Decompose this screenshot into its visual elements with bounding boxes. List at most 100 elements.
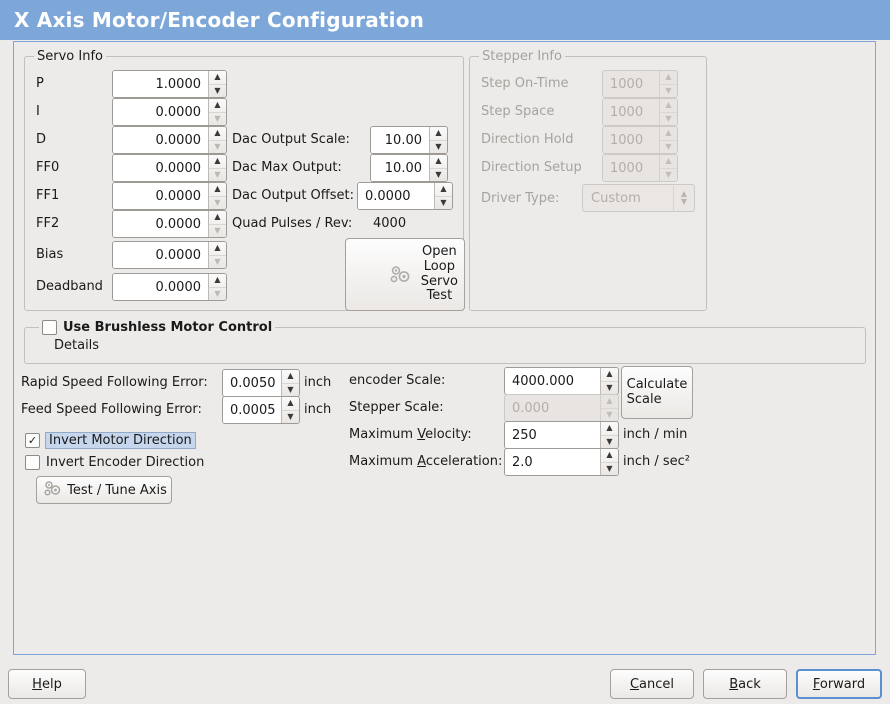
dac-output-offset-spin[interactable]: 0.0000 ▲ ▼ xyxy=(357,182,453,210)
servo-spin-p[interactable]: 1.0000 ▲ ▼ xyxy=(112,70,227,98)
servo-spin-ff2[interactable]: 0.0000 ▲ ▼ xyxy=(112,210,227,238)
spin-down-icon[interactable]: ▼ xyxy=(440,197,447,207)
spin-up-icon[interactable]: ▲ xyxy=(209,274,226,288)
cancel-button[interactable]: Cancel xyxy=(610,669,694,699)
servo-spin-d-value[interactable]: 0.0000 xyxy=(113,127,208,153)
open-loop-line-1: Open xyxy=(422,243,457,259)
checkbox-box-icon[interactable] xyxy=(42,320,57,335)
spin-down-icon[interactable]: ▼ xyxy=(214,141,221,151)
servo-spin-ff2-value[interactable]: 0.0000 xyxy=(113,211,208,237)
invert-encoder-direction-checkbox[interactable]: Invert Encoder Direction xyxy=(25,455,204,470)
servo-spin-ff1-buttons[interactable]: ▲ ▼ xyxy=(208,183,226,209)
dac-max-output-value[interactable]: 10.00 xyxy=(371,155,429,181)
spin-up-icon[interactable]: ▲ xyxy=(209,71,226,85)
spin-down-icon[interactable]: ▼ xyxy=(214,169,221,179)
servo-spin-bias-buttons[interactable]: ▲ ▼ xyxy=(208,242,226,268)
details-expander[interactable]: Details xyxy=(36,338,99,353)
servo-spin-i-buttons[interactable]: ▲ ▼ xyxy=(208,99,226,125)
spin-up-icon[interactable]: ▲ xyxy=(209,99,226,113)
servo-spin-ff0[interactable]: 0.0000 ▲ ▼ xyxy=(112,154,227,182)
forward-button[interactable]: Forward xyxy=(796,669,882,699)
chevron-right-icon[interactable] xyxy=(36,338,46,353)
spin-up-icon[interactable]: ▲ xyxy=(430,127,447,141)
spin-down-icon[interactable]: ▼ xyxy=(287,411,294,421)
checkbox-box-icon[interactable]: ✓ xyxy=(25,433,40,448)
servo-spin-ff0-value[interactable]: 0.0000 xyxy=(113,155,208,181)
test-tune-axis-button[interactable]: Test / Tune Axis xyxy=(36,476,172,504)
servo-spin-ff0-buttons[interactable]: ▲ ▼ xyxy=(208,155,226,181)
use-brushless-checkbox[interactable]: Use Brushless Motor Control xyxy=(42,320,272,335)
spin-down-icon[interactable]: ▼ xyxy=(435,169,442,179)
rapid-following-error-spin[interactable]: 0.0050 ▲ ▼ xyxy=(222,369,300,397)
servo-spin-bias-value[interactable]: 0.0000 xyxy=(113,242,208,268)
feed-following-error-value[interactable]: 0.0005 xyxy=(223,397,281,423)
encoder-scale-buttons[interactable]: ▲ ▼ xyxy=(600,368,618,394)
spin-up-icon[interactable]: ▲ xyxy=(209,127,226,141)
spin-down-icon[interactable]: ▼ xyxy=(214,197,221,207)
encoder-scale-value[interactable]: 4000.000 xyxy=(505,368,600,394)
spin-up-icon[interactable]: ▲ xyxy=(209,211,226,225)
feed-following-error-spin[interactable]: 0.0005 ▲ ▼ xyxy=(222,396,300,424)
servo-spin-i-value[interactable]: 0.0000 xyxy=(113,99,208,125)
spin-up-icon[interactable]: ▲ xyxy=(282,397,299,411)
checkbox-box-icon[interactable] xyxy=(25,455,40,470)
spin-down-icon[interactable]: ▼ xyxy=(214,288,221,298)
spin-up-icon[interactable]: ▲ xyxy=(209,155,226,169)
spin-up-icon[interactable]: ▲ xyxy=(209,242,226,256)
dac-output-offset-value[interactable]: 0.0000 xyxy=(358,183,434,209)
open-loop-servo-test-button[interactable]: Open Loop Servo Test xyxy=(345,238,465,311)
servo-spin-i[interactable]: 0.0000 ▲ ▼ xyxy=(112,98,227,126)
dac-output-scale-spin[interactable]: 10.00 ▲ ▼ xyxy=(370,126,448,154)
calculate-scale-button[interactable]: Calculate Scale xyxy=(621,366,693,419)
rapid-following-error-buttons[interactable]: ▲ ▼ xyxy=(281,370,299,396)
servo-spin-bias[interactable]: 0.0000 ▲ ▼ xyxy=(112,241,227,269)
spin-down-icon[interactable]: ▼ xyxy=(214,113,221,123)
feed-following-error-buttons[interactable]: ▲ ▼ xyxy=(281,397,299,423)
servo-spin-ff2-buttons[interactable]: ▲ ▼ xyxy=(208,211,226,237)
maximum-acceleration-spin[interactable]: 2.0 ▲ ▼ xyxy=(504,448,619,476)
invert-motor-direction-checkbox[interactable]: ✓ Invert Motor Direction xyxy=(25,432,196,449)
maximum-acceleration-buttons[interactable]: ▲ ▼ xyxy=(600,449,618,475)
invert-encoder-direction-label: Invert Encoder Direction xyxy=(46,455,205,470)
spin-up-icon[interactable]: ▲ xyxy=(601,449,618,463)
servo-spin-p-value[interactable]: 1.0000 xyxy=(113,71,208,97)
servo-spin-ff1[interactable]: 0.0000 ▲ ▼ xyxy=(112,182,227,210)
spin-down-icon[interactable]: ▼ xyxy=(214,256,221,266)
servo-spin-deadband-value[interactable]: 0.0000 xyxy=(113,274,208,300)
encoder-scale-spin[interactable]: 4000.000 ▲ ▼ xyxy=(504,367,619,395)
help-button[interactable]: Help xyxy=(8,669,86,699)
feed-following-error-unit: inch xyxy=(304,402,332,417)
maximum-acceleration-value[interactable]: 2.0 xyxy=(505,449,600,475)
servo-spin-d[interactable]: 0.0000 ▲ ▼ xyxy=(112,126,227,154)
dac-output-scale-buttons[interactable]: ▲ ▼ xyxy=(429,127,447,153)
spin-up-icon[interactable]: ▲ xyxy=(209,183,226,197)
servo-spin-p-buttons[interactable]: ▲ ▼ xyxy=(208,71,226,97)
maximum-velocity-value[interactable]: 250 xyxy=(505,422,600,448)
back-button[interactable]: Back xyxy=(703,669,787,699)
servo-spin-deadband-buttons[interactable]: ▲ ▼ xyxy=(208,274,226,300)
spin-down-icon[interactable]: ▼ xyxy=(214,85,221,95)
spin-down-icon[interactable]: ▼ xyxy=(435,141,442,151)
maximum-velocity-spin[interactable]: 250 ▲ ▼ xyxy=(504,421,619,449)
rapid-following-error-value[interactable]: 0.0050 xyxy=(223,370,281,396)
dac-output-scale-value[interactable]: 10.00 xyxy=(371,127,429,153)
stepper-info-title: Stepper Info xyxy=(479,49,565,64)
servo-spin-deadband[interactable]: 0.0000 ▲ ▼ xyxy=(112,273,227,301)
spin-down-icon[interactable]: ▼ xyxy=(606,436,613,446)
spin-down-icon[interactable]: ▼ xyxy=(606,463,613,473)
spin-up-icon[interactable]: ▲ xyxy=(282,370,299,384)
servo-spin-d-buttons[interactable]: ▲ ▼ xyxy=(208,127,226,153)
spin-down-icon[interactable]: ▼ xyxy=(214,225,221,235)
servo-spin-ff1-value[interactable]: 0.0000 xyxy=(113,183,208,209)
spin-up-icon[interactable]: ▲ xyxy=(601,368,618,382)
maximum-velocity-buttons[interactable]: ▲ ▼ xyxy=(600,422,618,448)
dac-max-output-buttons[interactable]: ▲ ▼ xyxy=(429,155,447,181)
dac-output-offset-buttons[interactable]: ▲ ▼ xyxy=(434,183,452,209)
spin-up-icon[interactable]: ▲ xyxy=(435,183,452,197)
spin-down-icon[interactable]: ▼ xyxy=(606,382,613,392)
cancel-label-post: ancel xyxy=(639,676,675,692)
spin-up-icon[interactable]: ▲ xyxy=(601,422,618,436)
spin-down-icon[interactable]: ▼ xyxy=(287,384,294,394)
dac-max-output-spin[interactable]: 10.00 ▲ ▼ xyxy=(370,154,448,182)
spin-up-icon[interactable]: ▲ xyxy=(430,155,447,169)
